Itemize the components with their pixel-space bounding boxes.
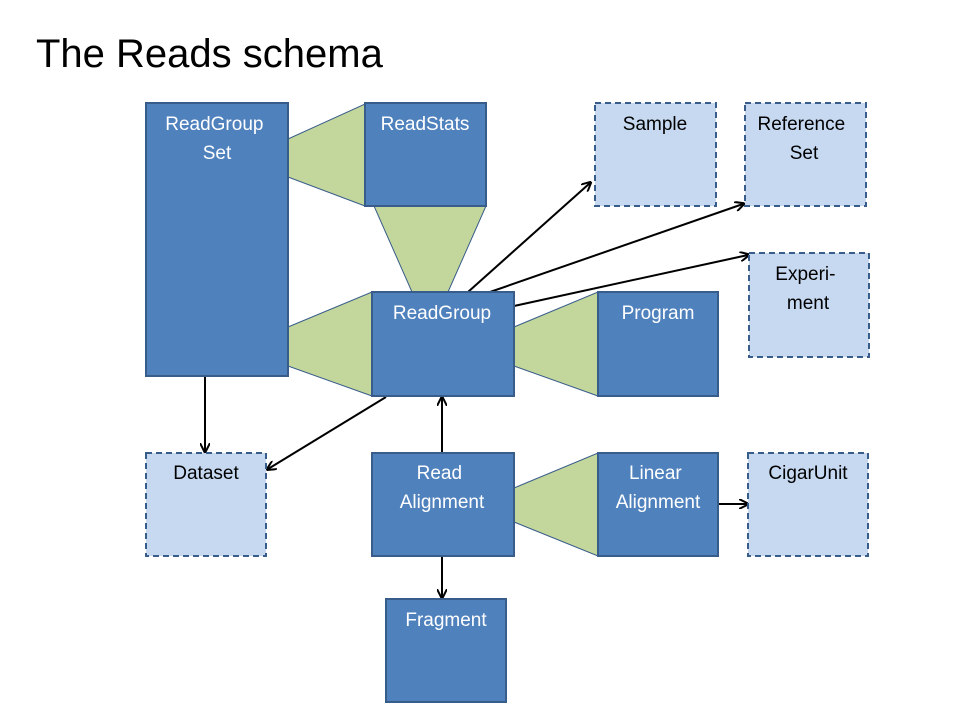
box-readgroupset[interactable] — [145, 102, 289, 377]
box-readalignment[interactable] — [371, 452, 515, 557]
connector-readgroupset-readgroup — [287, 291, 373, 397]
box-fragment[interactable] — [385, 598, 507, 703]
label-readalignment: Read Alignment — [400, 463, 485, 513]
label-readgroupset: ReadGroup Set — [165, 114, 269, 164]
arrow-readgroup-experiment — [513, 255, 748, 307]
box-experiment[interactable] — [748, 252, 870, 358]
connector-readgroupset-readstats — [287, 103, 366, 207]
arrow-readgroup-referenceset — [489, 204, 743, 293]
label-referenceset: Reference Set — [758, 114, 851, 164]
connector-readalignment-linearalignment — [513, 452, 599, 557]
label-sample: Sample — [623, 114, 687, 135]
connectors — [287, 103, 599, 557]
label-readgroup: ReadGroup — [393, 303, 491, 324]
box-linearalignment[interactable] — [597, 452, 719, 557]
external-boxes — [145, 102, 870, 557]
label-fragment: Fragment — [405, 610, 487, 631]
arrow-readgroup-dataset — [268, 396, 387, 469]
label-readstats: ReadStats — [381, 114, 470, 135]
label-cigarunit: CigarUnit — [768, 463, 848, 484]
label-experiment: Experi- ment — [775, 264, 840, 314]
label-program: Program — [622, 303, 695, 324]
arrow-readgroup-sample — [467, 183, 590, 293]
box-referenceset[interactable] — [744, 102, 867, 207]
box-cigarunit[interactable] — [747, 452, 869, 557]
box-sample[interactable] — [594, 102, 717, 207]
box-readstats[interactable] — [364, 102, 487, 207]
box-program[interactable] — [597, 291, 719, 397]
box-labels: ReadGroup Set ReadStats ReadGroup Progra… — [165, 114, 851, 631]
arrows — [205, 183, 748, 597]
label-dataset: Dataset — [173, 463, 239, 484]
label-linearalignment: Linear Alignment — [616, 463, 701, 513]
connector-readgroup-program — [513, 291, 599, 397]
connector-readstats-readgroup — [373, 205, 487, 293]
box-dataset[interactable] — [145, 452, 267, 557]
entity-boxes — [145, 102, 719, 703]
slide-title: The Reads schema — [36, 32, 383, 76]
box-readgroup[interactable] — [371, 291, 515, 397]
